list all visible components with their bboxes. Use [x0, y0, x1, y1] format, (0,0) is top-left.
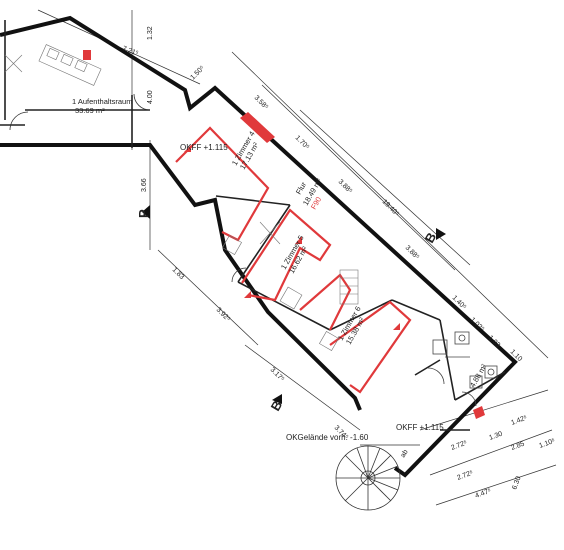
dim-left-b: 1.83 — [171, 266, 186, 281]
doors — [9, 93, 247, 283]
dim-top-run-e: 3.88⁵ — [404, 244, 421, 261]
dim-bottom-a: 2.72⁵ — [450, 440, 468, 452]
dim-top-run-b: 1.70⁵ — [294, 134, 311, 151]
dim-bottom-f: 4.47⁵ — [474, 488, 492, 500]
dim-bottom-h: 6.30 — [511, 475, 522, 490]
exterior-walls — [0, 15, 518, 478]
dim-left-a: 3.66 — [141, 178, 148, 192]
dim-top-run-d: 19.40⁵ — [381, 198, 400, 217]
dim-bottom-e: 2.85 — [510, 441, 525, 452]
okff-label-top: OKFF +1.115 — [180, 143, 228, 152]
room-markers — [184, 145, 400, 330]
fire-wall-blocks — [83, 50, 485, 419]
dim-left-d: 3.17⁵ — [269, 366, 286, 383]
dim-top-left-c: 4.00 — [147, 90, 154, 104]
dim-top-run-a: 3.58⁵ — [253, 94, 270, 111]
spiral-staircase — [335, 445, 401, 511]
section-arrow-left — [142, 205, 150, 219]
interior-walls — [0, 20, 506, 431]
room-area-wc: 4.88 m² — [468, 362, 489, 389]
dim-left-c: 3.92⁵ — [215, 306, 232, 323]
dim-bottom-c: 1.42⁵ — [510, 415, 528, 427]
dim-top-run-c: 3.88⁵ — [337, 178, 354, 195]
section-arrow-bottom — [272, 394, 282, 404]
wc-fixtures — [427, 331, 498, 407]
dim-bottom-d: 2.72⁵ — [456, 470, 474, 482]
okff-label-bottom: OKFF +1.115 — [396, 423, 444, 432]
dim-bottom-g: 1.10⁵ — [538, 438, 556, 450]
section-markers — [142, 205, 446, 404]
dimension-lines — [37, 9, 557, 506]
okgelaende-label: OKGelände vorh. -1.60 — [286, 433, 369, 442]
dim-top-left-d: 1.50⁵ — [189, 65, 206, 82]
room-area-aufenthaltsraum: 33.69 m² — [75, 106, 105, 115]
fire-walls — [175, 126, 412, 394]
dim-top-left-b: 1.32 — [147, 26, 154, 40]
furniture — [4, 44, 359, 351]
section-arrow-top — [436, 228, 446, 240]
stair-direction-label: ab — [400, 449, 410, 459]
dim-bottom-b: 1.30 — [488, 431, 503, 442]
room-name-aufenthaltsraum: 1 Aufenthaltsraum — [72, 97, 132, 106]
section-label-p: P — [136, 209, 151, 218]
